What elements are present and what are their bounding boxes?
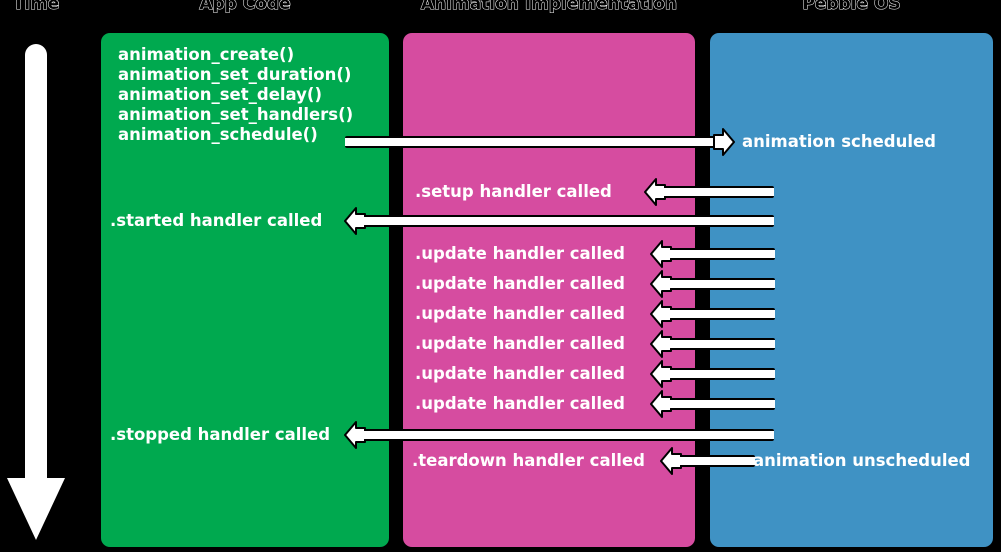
- arrow-head-left-icon: [344, 207, 366, 235]
- label-update-handler-6: .update handler called: [415, 393, 625, 413]
- lane-app-code: [101, 33, 389, 547]
- column-header-app-code: App Code: [199, 0, 291, 15]
- column-header-animation-implementation: Animation Implementation: [420, 0, 678, 15]
- app-code-call-0: animation_create(): [118, 45, 295, 64]
- label-update-handler-4: .update handler called: [415, 333, 625, 353]
- arrow-head-left-icon: [344, 421, 366, 449]
- arrow-animation-scheduled: [345, 128, 735, 156]
- arrow-update-handler-3: [650, 300, 775, 328]
- time-arrow-shaft: [25, 44, 47, 486]
- arrow-started-handler: [344, 207, 774, 235]
- label-update-handler-1: .update handler called: [415, 243, 625, 263]
- arrow-setup-handler: [644, 178, 774, 206]
- arrow-head-left-icon: [644, 178, 666, 206]
- arrow-head-left-icon: [650, 330, 672, 358]
- arrow-teardown-handler: [660, 447, 755, 475]
- arrow-head-right-icon: [713, 128, 735, 156]
- column-header-pebble-os: Pebble OS: [802, 0, 901, 15]
- lane-pebble-os: [710, 33, 993, 547]
- arrow-head-left-icon: [650, 360, 672, 388]
- arrow-head-left-icon: [650, 240, 672, 268]
- lane-animation-implementation: [403, 33, 695, 547]
- label-update-handler-5: .update handler called: [415, 363, 625, 383]
- label-setup-handler: .setup handler called: [415, 181, 612, 201]
- label-update-handler-2: .update handler called: [415, 273, 625, 293]
- arrow-head-left-icon: [650, 300, 672, 328]
- column-header-time: Time: [12, 0, 60, 15]
- label-animation-scheduled: animation scheduled: [742, 131, 936, 151]
- arrow-head-left-icon: [660, 447, 682, 475]
- time-arrow-head-icon: [7, 478, 65, 540]
- arrow-update-handler-1: [650, 240, 775, 268]
- app-code-call-list: animation_create() animation_set_duratio…: [118, 45, 353, 145]
- arrow-stopped-handler: [344, 421, 774, 449]
- label-animation-unscheduled: animation unscheduled: [753, 450, 971, 470]
- app-code-call-1: animation_set_duration(): [118, 65, 352, 84]
- arrow-head-left-icon: [650, 390, 672, 418]
- arrow-update-handler-4: [650, 330, 775, 358]
- label-started-handler: .started handler called: [110, 210, 323, 230]
- arrow-update-handler-6: [650, 390, 775, 418]
- label-teardown-handler: .teardown handler called: [412, 450, 645, 470]
- app-code-call-3: animation_set_handlers(): [118, 105, 354, 124]
- arrow-head-left-icon: [650, 270, 672, 298]
- arrow-update-handler-5: [650, 360, 775, 388]
- app-code-call-2: animation_set_delay(): [118, 85, 323, 104]
- label-update-handler-3: .update handler called: [415, 303, 625, 323]
- arrow-update-handler-2: [650, 270, 775, 298]
- app-code-call-4: animation_schedule(): [118, 125, 318, 144]
- label-stopped-handler: .stopped handler called: [110, 424, 331, 444]
